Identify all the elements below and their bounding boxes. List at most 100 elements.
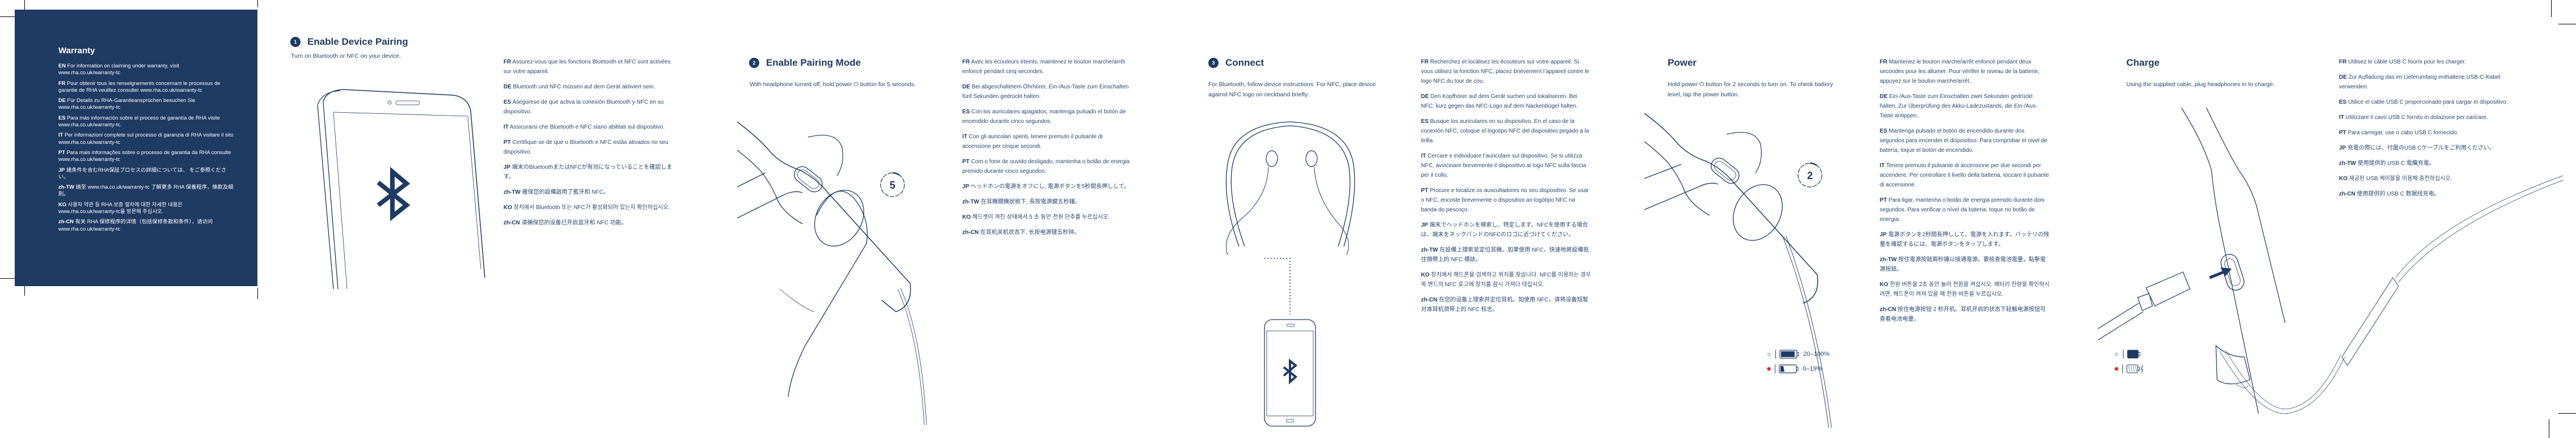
translation-de: DE Zur Aufladung das im Lieferumfang ent…	[2339, 74, 2501, 90]
lang-code: zh-CN	[58, 219, 74, 225]
translation-es: ES Mantenga pulsado el botón de encendid…	[1880, 128, 2048, 154]
warranty-item-de: DE Für Details zu RHA-Garantieansprüchen…	[58, 97, 234, 111]
translation-fr: FR Recherchez et localisez les écouteurs…	[1421, 59, 1589, 84]
translation-fr: FR Utilisez le câble USB C fourni pour l…	[2339, 59, 2466, 65]
translation-pt: PT Procure e localize os auscultadores n…	[1421, 188, 1589, 213]
step-3-translations: FR Recherchez et localisez les écouteurs…	[1421, 57, 1591, 320]
step-3-description: For Bluetooth, follow device instruction…	[1208, 81, 1376, 98]
translation-zh-tw: zh-TW 在耳機關機狀態下, 長按電源鍵五秒鐘。	[962, 199, 1081, 205]
step-title-text: Enable Pairing Mode	[766, 57, 861, 68]
warranty-item-pt: PT Para mais informações sobre o process…	[58, 149, 234, 163]
lang-code: EN	[58, 63, 66, 69]
translation-fr: FR Assurez-vous que les fonctions Blueto…	[504, 59, 671, 75]
translation-de: DE Ein-/Aus-Taste zum Einschalten zwei S…	[1880, 93, 2037, 119]
crop-mark	[2558, 413, 2576, 414]
charge-description: Using the supplied cable, plug headphone…	[2126, 81, 2275, 88]
translation-it: IT Assicurarsi che Bluetooth e NFC siano…	[504, 124, 665, 130]
translation-zh-cn: zh-CN 按住电源按钮 2 秒开机。耳机开启的状态下轻触电源按钮可查看电池电量…	[1880, 307, 2046, 322]
battery-range-label: 20–100%	[1803, 351, 1830, 358]
warranty-text: Pour obtenir tous les renseignements con…	[58, 80, 221, 93]
lang-code: JP	[58, 167, 65, 173]
white-led-icon: ☼	[2114, 351, 2120, 358]
battery-level-low: ✹ 0–19%	[1766, 362, 1830, 376]
translation-zh-tw: zh-TW 在設備上搜索並定位耳機。如果使用 NFC，快速地將設備抵住頸帶上的 …	[1421, 247, 1589, 263]
lang-code: IT	[58, 132, 64, 138]
warranty-item-zh-tw: zh-TW 請至 www.rha.co.uk/warranty-tc 了解更多 …	[58, 184, 234, 198]
battery-low-icon	[1779, 364, 1799, 373]
translation-zh-cn: zh-CN 在您的设备上搜索并定位耳机。如使用 NFC，请将设备短暂对准耳机颈带…	[1421, 297, 1589, 313]
step-2-description: With headphone turned off, hold power ⏻ …	[750, 81, 916, 88]
step-1-description: Turn on Bluetooth or NFC on your device.	[291, 53, 401, 59]
translation-ko: KO 장치에서 헤드폰을 검색하고 위치를 찾습니다. NFC를 이용하는 경우…	[1421, 272, 1591, 288]
warranty-text: 請至 www.rha.co.uk/warranty-tc 了解更多 RHA 保養…	[58, 184, 234, 197]
timer-5-seconds-icon: 5	[880, 172, 905, 197]
translation-pt: PT Para ligar, mantenha o botão de energ…	[1880, 197, 2045, 223]
warranty-item-es: ES Para más información sobre el proceso…	[58, 114, 234, 129]
translation-de: DE Bluetooth und NFC müssen auf dem Gerä…	[504, 84, 655, 90]
translation-de: DE Den Kopfhörer auf dem Gerät suchen un…	[1421, 93, 1578, 109]
translation-ko: KO 제공된 USB 케이블을 이용해 충전하십시오.	[2339, 176, 2452, 182]
translation-fr: FR Maintenez le bouton marche/arrêt enfo…	[1880, 59, 2040, 84]
translation-jp: JP 端末でヘッドホンを検索し、特定します。NFCを使用する場合は、端末をネック…	[1421, 222, 1588, 238]
lang-code: zh-TW	[58, 184, 74, 190]
translation-it: IT Tenere premuto il pulsante di accensi…	[1880, 163, 2049, 188]
crop-mark	[257, 0, 258, 7]
translation-ko: KO 전원 버튼을 2초 동안 눌러 전원을 켜십시오. 배터리 잔량을 확인하…	[1880, 282, 2050, 297]
power-translations: FR Maintenez le bouton marche/arrêt enfo…	[1880, 57, 2050, 330]
usb-c-charging-illustration	[2097, 107, 2564, 414]
translation-fr: FR Avec les écouteurs éteints, maintenez…	[962, 59, 1126, 75]
divider	[1775, 350, 1776, 359]
charge-title: Charge	[2126, 57, 2160, 68]
warranty-text: Para más información sobre el proceso de…	[58, 114, 220, 128]
translation-jp: JP ヘッドホンの電源をオフにし, 電源ボタンを5秒間長押しして。	[962, 184, 1130, 190]
step-3-title: 3 Connect	[1208, 57, 1264, 69]
charge-translations: FR Utilisez le câble USB C fourni pour l…	[2339, 57, 2509, 205]
warranty-text: For information on claiming under warran…	[58, 63, 179, 76]
warranty-text: 사용자 약관 등 RHA 보증 절차에 대한 자세한 내용은 www.rha.c…	[58, 201, 183, 215]
crop-mark	[2551, 0, 2552, 17]
divider	[2122, 364, 2124, 373]
translation-it: IT Utilizzare il cavo USB C fornito in d…	[2339, 114, 2488, 121]
lang-code: ES	[58, 114, 66, 121]
lang-code: PT	[58, 149, 65, 155]
translation-es: ES Asegúrese de que activa la conexión B…	[504, 99, 664, 115]
warranty-item-it: IT Per informazioni complete sul process…	[58, 131, 234, 146]
translation-jp: JP 端末のBluetoothまたはNFCが有効になっていることを確認します。	[504, 164, 672, 180]
translation-ko: KO 장치에서 Bluetooth 또는 NFC가 활성화되어 있는지 확인하십…	[504, 205, 670, 211]
charging-complete: ☼	[2114, 347, 2146, 362]
battery-full-icon	[1779, 350, 1799, 359]
warranty-title: Warranty	[58, 46, 95, 56]
divider	[2123, 350, 2124, 359]
white-led-icon: ☼	[1766, 351, 1773, 358]
charging-in-progress: ✹	[2114, 362, 2146, 376]
hand-pressing-button-illustration	[737, 121, 927, 426]
warranty-panel: Warranty EN For information on claiming …	[15, 10, 257, 286]
translation-es: ES Busque los auriculares en su disposit…	[1421, 118, 1589, 144]
crop-mark	[24, 284, 25, 296]
timer-2-seconds-icon: 2	[1797, 162, 1822, 188]
translation-zh-cn: zh-CN 使用提供的 USB C 数据线充电。	[2339, 191, 2440, 197]
warranty-list: EN For information on claiming under war…	[58, 62, 234, 236]
hand-pressing-button-illustration	[1644, 113, 1832, 428]
step-title-text: Connect	[1225, 57, 1264, 68]
translation-ko: KO 헤드셋이 꺼진 상태에서 5 초 동안 전원 단추를 누르십시오.	[962, 214, 1110, 220]
translation-jp: JP 充電の際には、付属のUSB Cケーブルをご利用ください。	[2339, 145, 2495, 151]
translation-jp: JP 電源ボタンを2秒間長押しして、電源を入れます。バッテリの残量を確認するには…	[1880, 232, 2049, 248]
translation-zh-cn: zh-CN 请确保您的设备已开启蓝牙和 NFC 功能。	[504, 220, 627, 226]
step-1-translations: FR Assurez-vous que les fonctions Blueto…	[504, 57, 674, 233]
warranty-text: Per informazioni complete sul processo d…	[58, 132, 234, 145]
translation-it: IT Cercare e individuare l’auricolare su…	[1421, 153, 1587, 178]
bluetooth-icon	[377, 167, 411, 222]
red-led-icon: ✹	[2114, 365, 2120, 373]
warranty-item-en: EN For information on claiming under war…	[58, 62, 234, 76]
neckband-headphones-illustration	[1225, 121, 1355, 256]
warranty-text: Para mais informações sobre o processo d…	[58, 149, 231, 163]
phone-small-illustration	[1264, 319, 1316, 427]
svg-text:2: 2	[1807, 170, 1813, 181]
step-number-badge: 1	[290, 37, 301, 47]
lang-code: DE	[58, 97, 66, 104]
crop-mark	[257, 288, 258, 299]
power-description: Hold power ⏻ button for 2 seconds to tur…	[1668, 81, 1833, 98]
warranty-text: Für Details zu RHA-Garantieansprüchen be…	[58, 97, 196, 110]
warranty-text: 諸条件を含むRHA保証プロセスの詳細については、 をご参照ください。	[58, 167, 227, 180]
